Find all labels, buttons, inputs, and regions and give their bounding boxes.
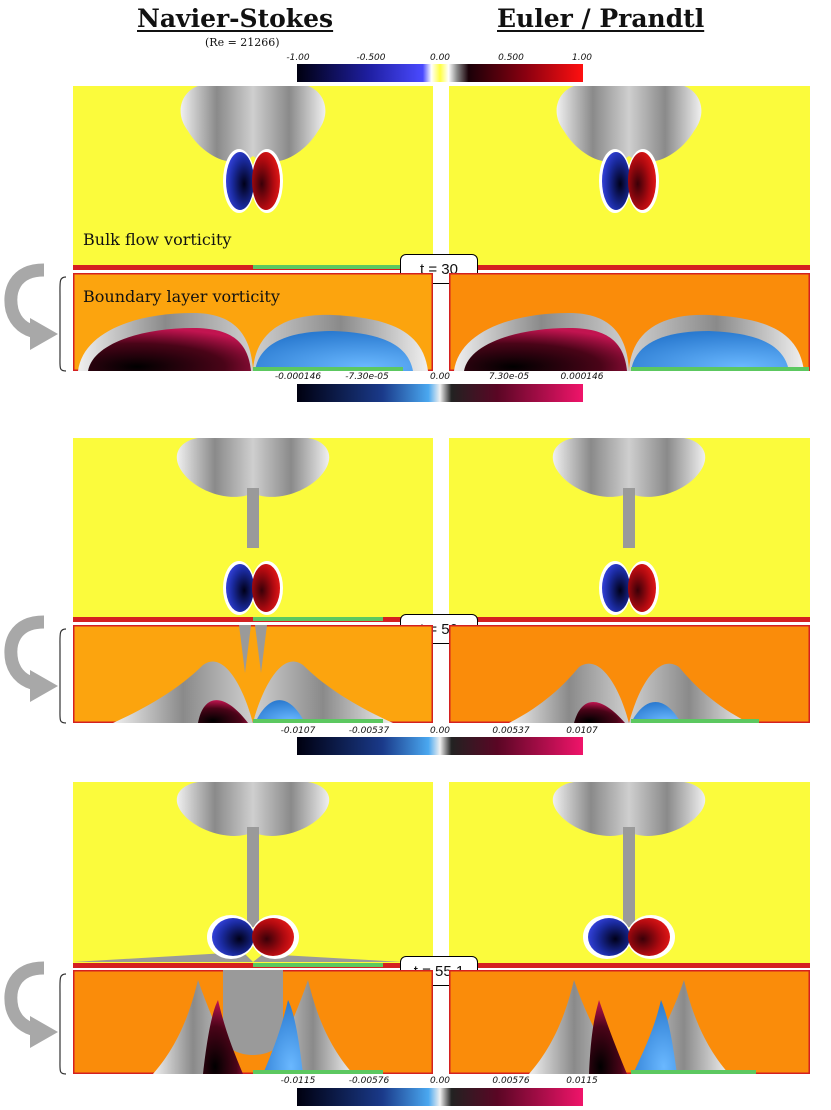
bulk-panel-euler-t30 [449,86,810,270]
bulk-panel-euler-t50 [449,438,810,622]
title-navier-stokes: Navier-Stokes [137,4,334,33]
boundary-panel-ns-t30: Boundary layer vorticity [73,273,433,371]
tick-label: 0.00576 [492,1076,530,1086]
title-euler-prandtl: Euler / Prandtl [497,4,705,33]
tick-label: -0.00537 [348,726,390,736]
bulk-panel-ns-t30: Bulk flow vorticity [73,86,433,270]
curved-arrow-icon [4,263,58,350]
boundary-panel-ns-t50 [73,625,433,723]
bracket-t30 [59,276,67,372]
boundary-panel-euler-t30 [449,273,810,371]
bl-colorbar-t30 [297,384,583,402]
tick-label: 0.00 [429,726,451,736]
bulk-panel-ns-t50 [73,438,433,622]
tick-label: -0.0115 [280,1076,316,1086]
reynolds-number: (Re = 21266) [205,36,280,49]
top-colorbar-ticks: -1.00 -0.500 0.00 0.500 1.00 [255,53,625,65]
boundary-label: Boundary layer vorticity [83,287,280,306]
tick-label: -0.000146 [274,372,322,382]
curved-arrow-icon [4,961,58,1048]
boundary-panel-euler-t50 [449,625,810,723]
tick-label: -0.0107 [280,726,316,736]
boundary-panel-ns-t55 [73,970,433,1074]
tick-label: 0.0107 [566,726,598,736]
tick-label: -0.00576 [348,1076,390,1086]
bl-colorbar-t55 [297,1088,583,1106]
bl-colorbar-ticks-t30: -0.000146 -7.30e-05 0.00 7.30e-05 0.0001… [255,372,625,384]
bulk-label: Bulk flow vorticity [83,230,232,249]
tick-label: 0.00 [429,53,451,63]
tick-label: 0.0115 [566,1076,598,1086]
boundary-panel-euler-t55 [449,970,810,1074]
tick-label: 0.000146 [560,372,604,382]
tick-label: 0.00537 [492,726,530,736]
tick-label: -7.30e-05 [345,372,389,382]
bulk-panel-ns-t55 [73,782,433,968]
top-colorbar [297,64,583,82]
tick-label: 0.00 [429,372,451,382]
bracket-t55 [59,973,67,1075]
tick-label: 0.00 [429,1076,451,1086]
bl-colorbar-ticks-t50: -0.0107 -0.00537 0.00 0.00537 0.0107 [255,726,625,738]
tick-label: 0.500 [498,53,524,63]
curved-arrow-icon [4,615,58,702]
tick-label: -0.500 [356,53,386,63]
bracket-t50 [59,628,67,724]
tick-label: -1.00 [286,53,310,63]
bl-colorbar-ticks-t55: -0.0115 -0.00576 0.00 0.00576 0.0115 [255,1076,625,1088]
tick-label: 1.00 [571,53,593,63]
bl-colorbar-t50 [297,737,583,755]
bulk-panel-euler-t55 [449,782,810,968]
tick-label: 7.30e-05 [488,372,530,382]
